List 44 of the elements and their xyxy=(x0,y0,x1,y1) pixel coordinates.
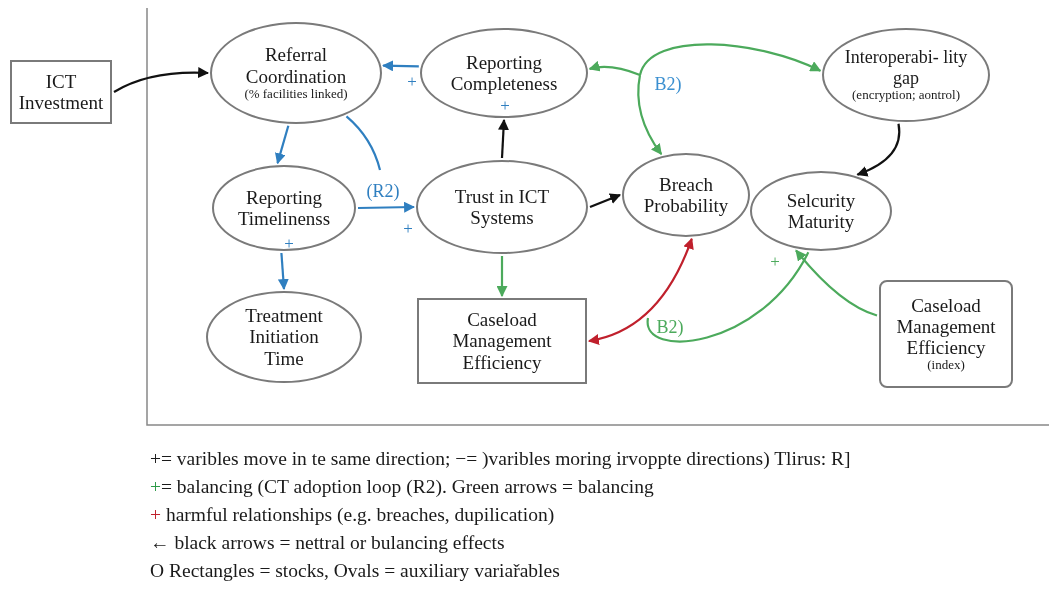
arrow xyxy=(496,256,508,298)
arrow xyxy=(639,43,822,76)
node-label: Selcurity Maturity xyxy=(785,189,857,233)
arrow xyxy=(589,193,621,209)
polarity-sign: + xyxy=(770,252,780,272)
stock-box xyxy=(10,60,112,124)
legend-text: += varibles move in te same direction; −= )varibles moring irvoppte directions) Tlirus: R] xyxy=(150,448,851,470)
node-label: Referral Coordination xyxy=(244,44,348,87)
legend-text: + harmful relationships (e.g. breaches, dupilication) xyxy=(150,504,555,526)
node-label: Breach Probability xyxy=(642,173,730,217)
node-note: (% facilities linked) xyxy=(244,86,348,102)
node-label: Reporting Completeness xyxy=(449,51,559,95)
legend-text: += balancing (CT adoption loop (R2). Green arrows = balancing xyxy=(150,476,654,498)
node-label: Reporting Timelinenss xyxy=(236,186,332,230)
arrow xyxy=(498,118,509,159)
arrow xyxy=(637,74,663,156)
polarity-sign: + xyxy=(407,72,417,92)
arrow xyxy=(382,60,419,72)
node-note: (index) xyxy=(927,358,965,374)
arrow xyxy=(588,61,641,77)
legend-text: ← black arrows = nettral or bulancing effects xyxy=(150,532,505,554)
polarity-sign: + xyxy=(500,96,510,116)
polarity-sign: + xyxy=(284,234,294,254)
node-label: Caseload Management Efficiency xyxy=(451,309,553,373)
arrow xyxy=(587,237,694,345)
arrow xyxy=(795,249,878,317)
loop-label: B2) xyxy=(656,316,684,338)
arrow xyxy=(277,252,289,291)
node-label: Trust in ICT Systems xyxy=(453,185,551,229)
node-note: (encryption; aontrol) xyxy=(852,87,960,103)
node-label: ICT Investment xyxy=(18,70,104,114)
arrow xyxy=(275,125,290,165)
arrow xyxy=(358,201,416,213)
node-label: Treatment Initiation Time xyxy=(244,305,324,369)
arrow xyxy=(113,67,210,93)
polarity-sign: + xyxy=(403,219,413,239)
node-label: Caseload Management Efficiency xyxy=(895,294,997,359)
stock-box xyxy=(417,298,587,384)
legend-text: O Rectangles = stocks, Ovals = auxiliary variařables xyxy=(150,560,560,582)
loop-label: (R2) xyxy=(366,180,400,202)
node-label: Interoperabi- lity gap xyxy=(843,47,969,88)
arrow xyxy=(856,123,901,177)
loop-label: B2) xyxy=(654,73,682,95)
stock-box xyxy=(879,280,1013,388)
